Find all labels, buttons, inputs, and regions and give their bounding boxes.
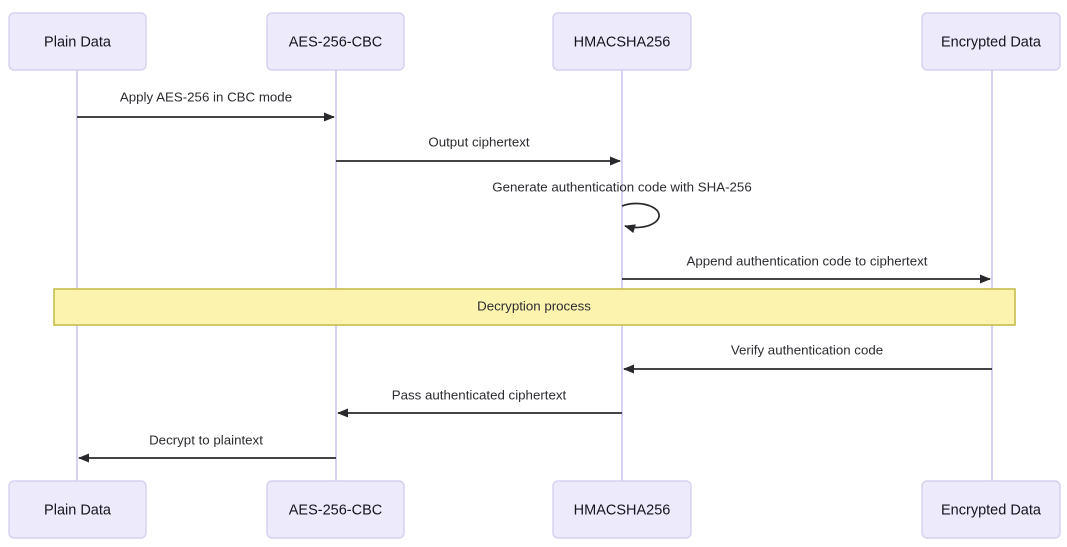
participant-label-top-hmac: HMACSHA256 [574,34,671,50]
participant-box-top-hmac[interactable] [552,12,692,71]
message-label-m6: Pass authenticated ciphertext [392,388,567,403]
participant-label-bottom-plain: Plain Data [44,502,112,518]
message-label-m5: Verify authentication code [731,343,883,358]
participant-label-top-enc: Encrypted Data [941,34,1042,50]
message-label-m7: Decrypt to plaintext [149,433,263,448]
participant-label-bottom-aes: AES-256-CBC [289,502,382,518]
note-box-decryption-process [53,288,1016,326]
participant-label-bottom-enc: Encrypted Data [941,502,1042,518]
participant-box-bottom-plain[interactable] [8,480,147,539]
message-label-m3: Generate authentication code with SHA-25… [492,180,751,195]
participant-box-top-enc[interactable] [921,12,1061,71]
participant-label-top-plain: Plain Data [44,34,112,50]
message-label-m1: Apply AES-256 in CBC mode [120,90,292,105]
participant-box-top-plain[interactable] [8,12,147,71]
participant-box-bottom-aes[interactable] [266,480,405,539]
participant-label-top-aes: AES-256-CBC [289,34,382,50]
message-arrow-m3[interactable] [621,202,660,234]
participant-box-bottom-enc[interactable] [921,480,1061,539]
lifelines-group [76,70,993,481]
participant-box-top-aes[interactable] [266,12,405,71]
notes-group: Decryption process [53,288,1016,326]
participant-label-bottom-hmac: HMACSHA256 [574,502,671,518]
message-label-m2: Output ciphertext [428,135,530,150]
note-label-decryption-process: Decryption process [477,299,591,314]
message-label-m4: Append authentication code to ciphertext [687,254,928,269]
participant-box-bottom-hmac[interactable] [552,480,692,539]
